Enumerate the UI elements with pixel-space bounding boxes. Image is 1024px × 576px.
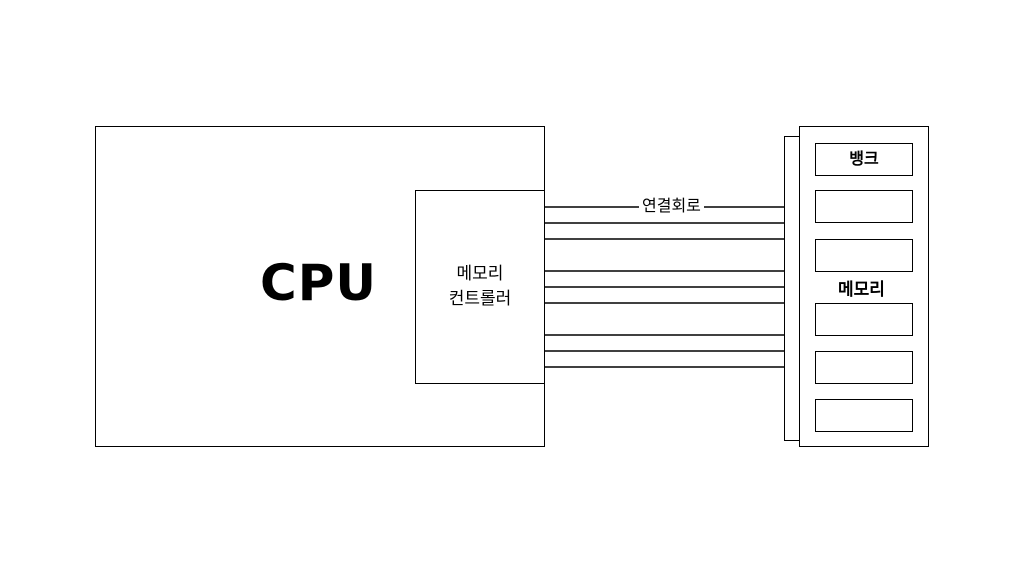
memory-bank-label: 뱅크 [849, 149, 879, 168]
memory-controller-label-line2: 컨트롤러 [448, 289, 512, 309]
memory-bank [815, 399, 913, 432]
memory-controller-box [415, 190, 545, 384]
memory-bank [815, 351, 913, 384]
memory-controller-label-line1: 메모리 [456, 264, 504, 284]
memory-bank [815, 239, 913, 272]
memory-bank-labeled: 뱅크 [815, 143, 913, 176]
memory-bank [815, 303, 913, 336]
memory-label: 메모리 [838, 280, 885, 300]
memory-module [799, 126, 929, 447]
memory-bank [815, 190, 913, 223]
connection-label: 연결회로 [639, 196, 704, 216]
memory-controller-label: 메모리 컨트롤러 [415, 262, 545, 312]
cpu-label: CPU [260, 254, 377, 312]
